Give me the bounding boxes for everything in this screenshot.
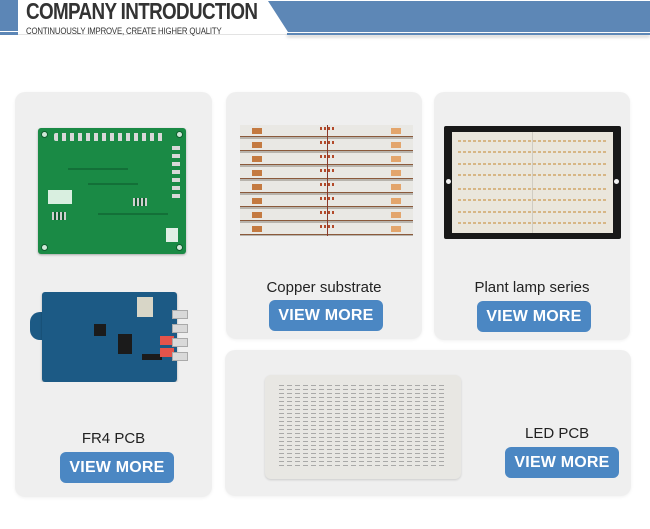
copper-strip-board-image — [240, 125, 413, 236]
plant-lamp-board-image — [444, 126, 621, 239]
product-label: Copper substrate — [266, 279, 382, 296]
header-left-underline — [0, 32, 18, 35]
header-right-underline — [287, 33, 650, 35]
green-pcb-image — [38, 128, 186, 254]
product-card-plant-lamp-series[interactable]: Plant lamp series VIEW MORE — [434, 92, 630, 340]
view-more-button[interactable]: VIEW MORE — [505, 447, 619, 478]
view-more-button[interactable]: VIEW MORE — [60, 452, 174, 483]
product-card-fr4-pcb[interactable]: FR4 PCB VIEW MORE — [15, 92, 212, 497]
product-label: Plant lamp series — [474, 279, 590, 296]
blue-pcb-image — [30, 292, 190, 382]
section-subtitle: CONTINUOUSLY IMPROVE, CREATE HIGHER QUAL… — [26, 26, 222, 37]
product-card-copper-substrate[interactable]: Copper substrate VIEW MORE — [226, 92, 422, 339]
product-label: LED PCB — [525, 425, 590, 442]
view-more-button[interactable]: VIEW MORE — [477, 301, 591, 332]
product-label: FR4 PCB — [81, 430, 146, 447]
header-divider — [18, 34, 288, 35]
header-right-accent — [268, 1, 650, 32]
led-aluminum-board-image — [265, 375, 461, 479]
view-more-button[interactable]: VIEW MORE — [269, 300, 383, 331]
header-left-accent — [0, 0, 18, 31]
section-title: COMPANY INTRODUCTION — [26, 0, 258, 24]
product-card-led-pcb[interactable]: LED PCB VIEW MORE — [225, 350, 631, 496]
section-header: COMPANY INTRODUCTION CONTINUOUSLY IMPROV… — [0, 0, 650, 40]
